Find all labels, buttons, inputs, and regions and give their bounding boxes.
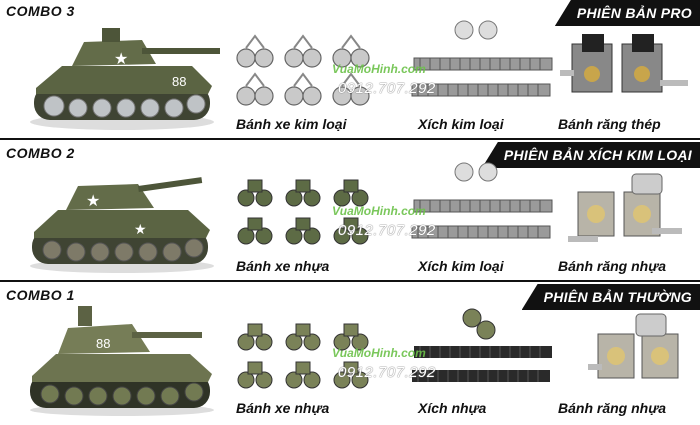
track-image: [411, 20, 553, 97]
wheel-set-image: [237, 323, 369, 389]
edition-badge: PHIÊN BẢN XÍCH KIM LOẠI: [481, 142, 700, 168]
wheels-caption: Bánh xe nhựa: [236, 258, 330, 274]
tank-number: 88: [172, 74, 186, 89]
edition-badge: PHIÊN BẢN PRO: [554, 0, 700, 26]
gear-caption: Bánh răng nhựa: [558, 400, 667, 416]
svg-text:★: ★: [114, 49, 128, 68]
gear-caption: Bánh răng thép: [558, 116, 661, 132]
track-caption: Xích kim loại: [418, 258, 504, 274]
track-image: [412, 308, 552, 382]
gearbox-image: [568, 173, 682, 242]
watermark-site: VuaMoHinh.com: [332, 204, 426, 218]
edition-badge: PHIÊN BẢN THƯỜNG: [521, 284, 700, 310]
svg-text:★: ★: [134, 222, 147, 238]
watermark-site: VuaMoHinh.com: [332, 62, 426, 76]
wheel-set-image: [237, 179, 369, 245]
combo-3-panel: COMBO 3 PHIÊN BẢN PRO ★ 88: [0, 0, 700, 140]
combo-1-panel: COMBO 1 PHIÊN BẢN THƯỜNG 88: [0, 284, 700, 425]
gearbox-image: [588, 313, 679, 379]
wheels-caption: Bánh xe kim loại: [236, 116, 347, 132]
combo-2-panel: COMBO 2 PHIÊN BẢN XÍCH KIM LOẠI ★ ★: [0, 142, 700, 282]
combo-label: COMBO 2: [6, 145, 75, 161]
tank-image: ★ 88: [30, 28, 220, 130]
track-caption: Xích kim loại: [418, 116, 504, 132]
gear-caption: Bánh răng nhựa: [558, 258, 667, 274]
watermark-phone: 0912.707.292: [338, 364, 436, 381]
tank-number: 88: [96, 336, 110, 351]
combo-label: COMBO 3: [6, 3, 75, 19]
tank-image: ★ ★: [30, 177, 214, 273]
wheel-set-image: [236, 34, 370, 106]
gearbox-image: [560, 34, 688, 93]
tank-image: 88: [30, 306, 214, 416]
track-caption: Xích nhựa: [418, 400, 487, 416]
watermark-phone: 0912.707.292: [338, 222, 436, 239]
watermark-phone: 0912.707.292: [338, 80, 436, 97]
wheels-caption: Bánh xe nhựa: [236, 400, 330, 416]
combo-label: COMBO 1: [6, 287, 75, 303]
watermark-site: VuaMoHinh.com: [332, 346, 426, 360]
svg-text:★: ★: [86, 191, 100, 210]
track-image: [411, 162, 553, 239]
